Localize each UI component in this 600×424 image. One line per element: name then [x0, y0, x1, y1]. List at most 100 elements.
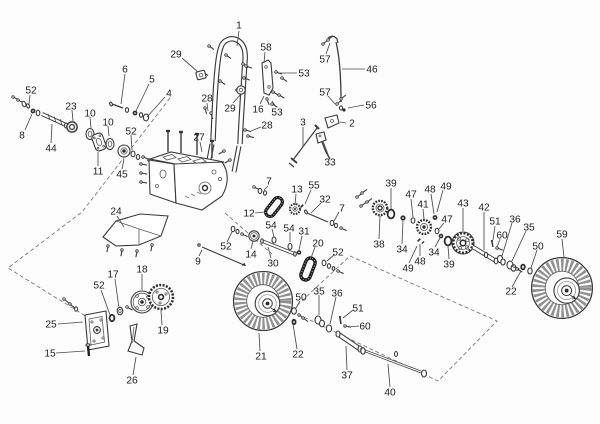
leader-line-49-66: [436, 189, 444, 213]
leader-line-50-79: [530, 249, 538, 269]
bearing-36b: [496, 254, 506, 266]
part-number-16-17: 16: [252, 105, 264, 116]
axle-shaft-40: [359, 347, 428, 378]
leader-line-40-60: [387, 363, 391, 388]
leader-line-57-21: [325, 42, 331, 55]
leader-line-52-39: [326, 254, 335, 262]
part-number-52-40: 52: [220, 242, 232, 253]
part-number-2-26: 2: [349, 119, 355, 130]
part-number-21-52: 21: [255, 352, 267, 363]
rod-bracket: [324, 114, 340, 129]
leader-line-34-73: [434, 237, 441, 248]
leader-line-27-20: [199, 141, 203, 153]
part-number-25-48: 25: [45, 320, 57, 331]
part-number-47-70: 47: [441, 215, 453, 226]
leader-line-60-77: [496, 238, 501, 248]
part-number-52-6: 52: [25, 86, 37, 97]
leader-line-54-35: [271, 228, 275, 238]
leader-line-22-53: [292, 323, 298, 350]
guard-plate-24: [102, 213, 169, 258]
leader-line-2-26: [339, 121, 347, 124]
part-number-52-39: 52: [332, 248, 344, 259]
leader-line-22-81: [511, 270, 522, 288]
part-number-38-61: 38: [373, 240, 385, 251]
leader-line-49-72: [408, 245, 418, 264]
part-number-12-34: 12: [243, 209, 255, 220]
leader-line-36-76: [501, 222, 513, 257]
leader-line-52-47: [100, 289, 111, 316]
clutch-rod: [288, 124, 320, 168]
leader-line-12-34: [254, 211, 266, 214]
part-number-60-58: 60: [359, 322, 371, 333]
part-number-47-63: 47: [405, 190, 417, 201]
part-number-29-16: 29: [224, 104, 236, 115]
leader-line-14-43: [250, 240, 254, 250]
leader-line-36-56: [329, 296, 337, 325]
part-number-39-74: 39: [443, 260, 455, 271]
leader-line-41-67: [422, 208, 425, 220]
left-axle-assembly: [10, 94, 156, 165]
part-number-43-68: 43: [457, 199, 469, 210]
part-number-53-18: 53: [271, 108, 283, 119]
part-number-35-78: 35: [523, 223, 535, 234]
leader-line-38-61: [378, 215, 381, 240]
part-number-8-11: 8: [19, 131, 25, 142]
part-number-1-0: 1: [236, 21, 242, 32]
part-number-60-77: 60: [496, 231, 508, 242]
shaft-30: [260, 238, 297, 257]
part-number-50-54: 50: [295, 293, 307, 304]
part-number-40-60: 40: [384, 388, 396, 399]
leader-line-60-58: [347, 325, 360, 328]
part-number-28-19: 28: [261, 121, 273, 132]
leader-line-48-65: [430, 193, 435, 215]
leader-line-10-8: [89, 116, 92, 129]
part-number-22-81: 22: [505, 287, 517, 298]
leader-line-59-80: [561, 238, 565, 258]
part-number-23-7: 23: [65, 102, 77, 113]
part-number-56-25: 56: [365, 101, 377, 112]
flange-plate-11: [91, 132, 107, 152]
leader-line-9-42: [198, 249, 203, 257]
sprocket-43: [451, 231, 475, 255]
part-number-57-24: 57: [319, 88, 331, 99]
leader-line-7-29: [263, 185, 269, 191]
washer-47a: [410, 217, 416, 224]
gearbox-housing: [173, 161, 228, 211]
part-number-11-13: 11: [93, 167, 104, 178]
shift-rod-assembly: [288, 34, 348, 168]
leader-line-33-28: [322, 140, 330, 158]
part-number-10-8: 10: [84, 109, 96, 120]
bearing-17: [116, 306, 124, 316]
axle-shaft-44: [41, 112, 69, 129]
ring-22a: [291, 318, 297, 326]
part-number-39-64: 39: [385, 179, 397, 190]
leader-line-15-49: [55, 350, 86, 354]
part-number-19-50: 19: [157, 326, 169, 337]
part-number-31-37: 31: [298, 227, 310, 238]
leader-line-29-16: [232, 94, 241, 104]
part-number-14-43: 14: [245, 250, 257, 261]
part-number-4-5: 4: [166, 89, 172, 100]
part-number-54-35: 54: [265, 221, 277, 232]
key-55: [300, 204, 304, 208]
leader-line-4-5: [146, 96, 166, 118]
bolt-6: [109, 101, 124, 109]
pin-51a: [338, 315, 342, 325]
idler-bolt-32: [304, 209, 329, 223]
leader-line-6-3: [120, 73, 126, 105]
ring-39a: [386, 208, 396, 220]
part-number-46-23: 46: [366, 65, 378, 76]
gear-38: [371, 199, 389, 217]
shift-rod: [335, 41, 342, 103]
part-number-32-32: 32: [319, 195, 331, 206]
part-number-48-65: 48: [424, 185, 436, 196]
leader-line-55-31: [304, 189, 312, 205]
leader-line-53-18: [271, 100, 277, 108]
mid-drive-parts: [197, 184, 348, 284]
leader-line-21-52: [258, 332, 261, 352]
leader-line-47-70: [438, 222, 445, 230]
sprocket-19: [147, 283, 175, 311]
bearing-36a: [325, 324, 333, 333]
leader-line-34-62: [401, 220, 404, 245]
